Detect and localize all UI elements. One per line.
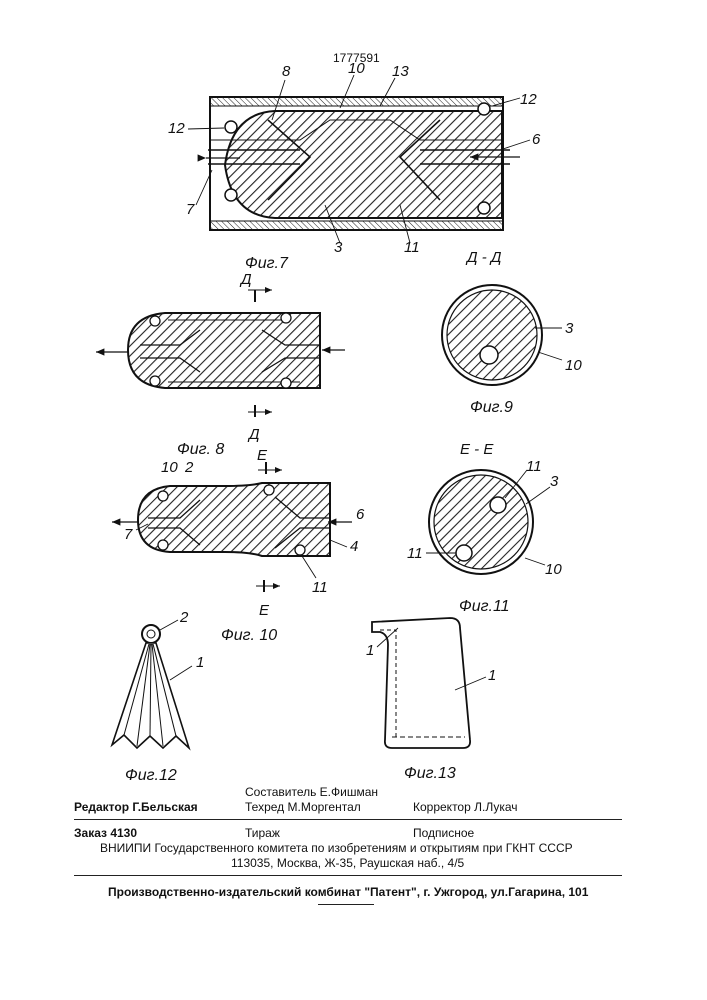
fig11-caption: Фиг.11 [459,598,510,615]
fig7-label-12-right: 12 [520,91,537,108]
fig7-label-8: 8 [282,63,291,80]
figure-11 [426,470,550,574]
figure-9 [442,285,562,385]
footer-publisher: Производственно-издательский комбинат "П… [108,885,588,899]
fig11-label-10: 10 [545,561,562,578]
fig9-section-title: Д - Д [465,249,502,266]
fig12-label-1: 1 [196,654,204,671]
fig11-label-11-top: 11 [526,458,542,475]
fig8-caption: Фиг. 8 [177,441,224,458]
fig8-section-mark-bottom: Д [247,426,260,443]
fig10-label-7: 7 [124,526,133,543]
fig10-label-6: 6 [356,506,365,523]
fig10-section-mark-top: Е [257,447,268,464]
footer-circulation: Тираж [245,826,280,840]
footer-editor: Редактор Г.Бельская [74,800,198,814]
fig7-label-13: 13 [392,63,409,80]
fig10-label-2: 2 [184,459,194,476]
footer-rule-short [318,904,374,905]
fig13-caption: Фиг.13 [404,765,456,782]
fig7-label-6: 6 [532,131,541,148]
fig9-caption: Фиг.9 [470,399,513,416]
figure-7 [188,75,530,243]
footer-rule-2 [74,875,622,876]
fig12-caption: Фиг.12 [125,767,177,784]
fig7-caption: Фиг.7 [245,255,289,272]
footer-subscription: Подписное [413,826,474,840]
footer-rule-1 [74,819,622,820]
footer-compiler: Составитель Е.Фишман [245,785,378,799]
figure-10 [112,462,352,592]
figure-12 [112,620,192,748]
fig11-section-title: Е - Е [460,441,494,458]
fig7-label-12-left: 12 [168,120,185,137]
footer-address: 113035, Москва, Ж-35, Раушская наб., 4/5 [231,856,464,870]
footer-corrector: Корректор Л.Лукач [413,800,518,814]
fig9-label-10: 10 [565,357,582,374]
fig12-label-2: 2 [179,609,189,626]
fig13-label-1-body: 1 [488,667,496,684]
footer-techred: Техред М.Моргентал [245,800,361,814]
fig7-label-3: 3 [334,239,343,256]
footer-institute: ВНИИПИ Государственного комитета по изоб… [100,841,573,855]
fig8-section-mark-top: Д [239,271,252,288]
fig10-section-mark-bottom: Е [259,602,270,619]
fig11-label-11-bottom: 11 [407,545,423,562]
fig10-label-10: 10 [161,459,178,476]
fig10-label-11: 11 [312,579,328,596]
fig13-label-1-hook: 1 [366,642,374,659]
fig7-label-7: 7 [186,201,195,218]
figure-8 [96,290,345,417]
fig11-label-3: 3 [550,473,559,490]
fig10-label-4: 4 [350,538,358,555]
fig9-label-3: 3 [565,320,574,337]
figure-13 [372,618,486,748]
fig7-label-10: 10 [348,60,365,77]
fig7-label-11: 11 [404,239,420,256]
footer-order: Заказ 4130 [74,826,137,840]
fig10-caption: Фиг. 10 [221,627,277,644]
